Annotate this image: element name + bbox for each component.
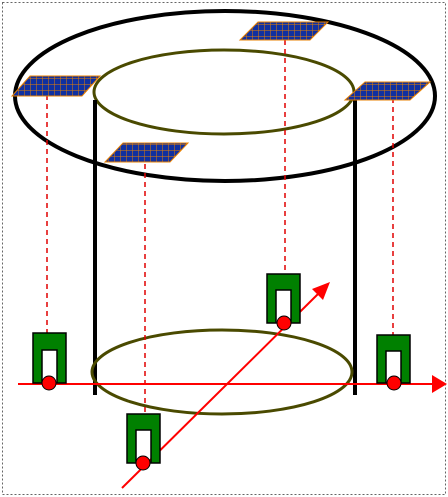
u-shaped-sensor-icon bbox=[376, 334, 411, 391]
u-shaped-sensor-icon bbox=[266, 273, 301, 331]
u-shaped-sensor-icon bbox=[32, 332, 67, 391]
grid-panel-icon bbox=[343, 81, 432, 101]
arrowhead-icon bbox=[312, 282, 330, 300]
cylinder-bottom-ellipse bbox=[90, 328, 354, 416]
grid-panel-icon bbox=[103, 142, 190, 163]
grid-panel-icon bbox=[238, 21, 330, 41]
grid-panel-icon bbox=[10, 75, 102, 97]
arrowhead-icon bbox=[432, 375, 447, 393]
cylinder-top-ellipse bbox=[92, 48, 356, 136]
u-shaped-sensor-icon bbox=[126, 413, 161, 471]
